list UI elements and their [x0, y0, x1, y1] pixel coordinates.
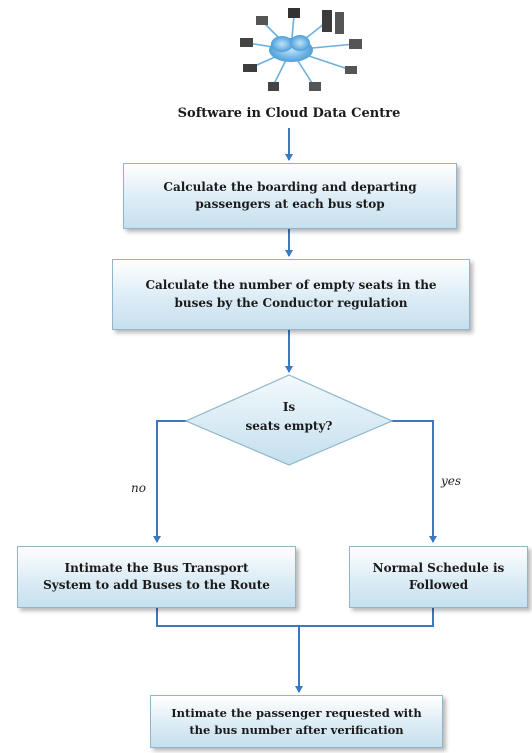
connector-merge-left: [156, 608, 299, 627]
connector-yes-branch: [380, 420, 437, 543]
outcome-normal-schedule: Normal Schedule is Followed: [349, 546, 528, 608]
final-step-intimate-passenger: Intimate the passenger requested with th…: [150, 695, 443, 748]
branch-label-no: no: [131, 481, 146, 495]
cloud-network-icon: [240, 8, 362, 91]
decision-text-line1: Is: [282, 400, 296, 414]
step-calculate-empty-seats: Calculate the number of empty seats in t…: [112, 259, 470, 330]
decision-diamond: [184, 374, 394, 466]
outcome-add-buses: Intimate the Bus Transport System to add…: [17, 546, 296, 608]
step-calculate-boarding: Calculate the boarding and departing pas…: [123, 163, 457, 229]
decision-text-line2: seats empty?: [245, 419, 333, 433]
connector-merge-right: [299, 608, 434, 627]
branch-label-yes: yes: [441, 474, 462, 488]
connector-no-branch: [153, 420, 228, 543]
cloud-caption: Software in Cloud Data Centre: [177, 106, 401, 121]
